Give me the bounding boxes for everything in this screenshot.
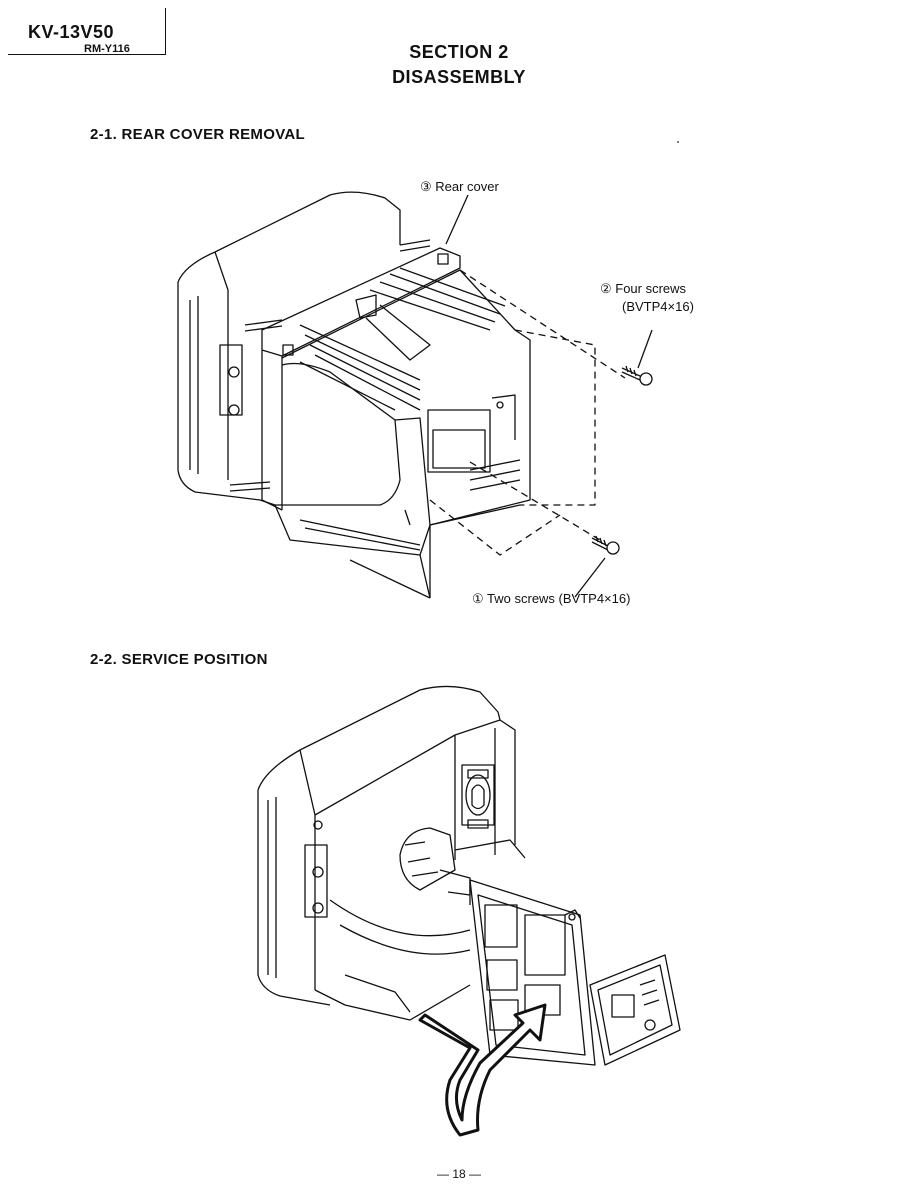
page-number: — 18 — [436, 1167, 481, 1181]
label-rear-cover: ③ Rear cover [420, 179, 499, 194]
label-four-screws: ② Four screws [600, 281, 687, 296]
scan-speck [677, 141, 679, 143]
header-divider-vertical [165, 8, 166, 54]
remote-model: RM-Y116 [84, 43, 130, 55]
heading-rear-cover-removal: 2-1. REAR COVER REMOVAL [90, 126, 305, 143]
section-title: SECTION 2 DISASSEMBLY [0, 40, 918, 90]
label-four-screws-spec: (BVTP4×16) [622, 299, 694, 314]
label-two-screws: ① Two screws (BVTP4×16) [472, 591, 631, 606]
model-header-box [20, 8, 166, 54]
header-divider-horizontal [8, 54, 166, 55]
heading-service-position: 2-2. SERVICE POSITION [90, 651, 268, 668]
section-number: SECTION 2 [409, 42, 509, 62]
model-number: KV-13V50 [28, 22, 115, 42]
section-name: DISASSEMBLY [392, 67, 526, 87]
